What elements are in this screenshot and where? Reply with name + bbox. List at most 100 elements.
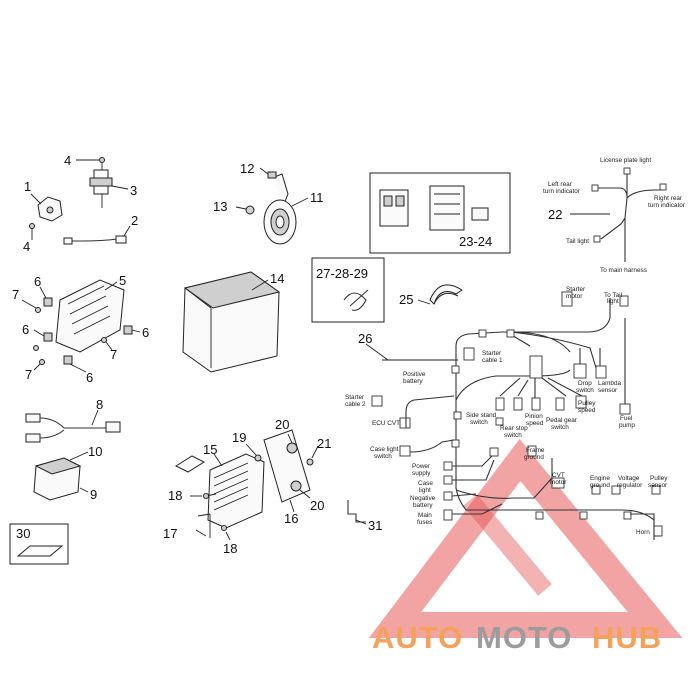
callout-6c: 6 [142,325,149,340]
label-starter-cable-2b: cable 2 [345,401,366,408]
label-pedal-gear-switch-1: Pedal gear [546,417,578,424]
watermark-auto: AUTO [372,620,463,655]
label-engine-ground-1: Engine [590,475,610,482]
callout-15: 15 [203,442,217,457]
label-starter-motor-1: Starter [566,286,586,293]
label-main-fuses-2: fuses [417,519,432,526]
label-pinion-speed-2: speed [526,420,544,427]
callout-17: 17 [163,526,177,541]
callout-31: 31 [368,518,382,533]
label-left-rear-turn-2: turn indicator [543,188,581,195]
label-frame-ground-1: Frame [526,447,545,454]
callout-27-28-29: 27-28-29 [316,266,368,281]
part-group-horn: 12 11 13 [213,161,324,245]
callout-6b: 6 [22,322,29,337]
part-group-30: 30 [9,523,69,565]
label-lambda-sensor-2: sensor [598,387,618,394]
label-case-light-1: Case [418,480,433,487]
label-to-tail-light-2: light [607,298,619,305]
part-group-battery: 14 [182,271,284,373]
callout-18b: 18 [223,541,237,556]
label-pulley-speed-2: speed [578,407,596,414]
label-tail-light: Tail light [566,238,589,245]
watermark-text: AUTO MOTO HUB [372,620,662,655]
callout-10: 10 [88,444,102,459]
label-voltage-regulator-1: Voltage [618,475,640,482]
label-positive-battery-2: battery [403,378,423,385]
part-group-27-29: 27-28-29 [311,257,385,323]
label-right-rear-turn-1: Right rear [654,195,683,202]
label-frame-ground-2: ground [524,454,544,461]
part-group-23-24: 23-24 [369,172,511,254]
callout-22: 22 [548,207,562,222]
callout-13: 13 [213,199,227,214]
label-engine-ground-2: ground [590,482,610,489]
callout-8: 8 [96,397,103,412]
label-case-light-2: light [419,487,431,494]
label-starter-motor-2: motor [566,293,583,300]
label-to-main-harness: To main harness [600,267,647,274]
part-2-cable [70,238,119,242]
part-group-25: 25 [399,284,463,307]
label-fuel-pump-2: pump [619,422,635,429]
callout-6d: 6 [86,370,93,385]
part-15-regulator [207,453,265,529]
part-group-22: License plate light Left rear turn indic… [543,157,686,274]
callout-16: 16 [284,511,298,526]
label-pinion-speed-1: Pinion [525,413,543,420]
callout-19: 19 [232,430,246,445]
callout-14: 14 [270,271,284,286]
label-starter-cable-2a: Starter [345,394,365,401]
label-rear-stop-switch-2: switch [504,432,522,439]
label-main-fuses-1: Main [418,512,432,519]
part-group-regulator: 15 16 19 20 20 21 18 17 18 [163,417,331,556]
label-side-stand-switch-2: switch [470,419,488,426]
label-fuel-pump-1: Fuel [620,415,632,422]
part-30-pad [16,545,64,557]
label-drop-switch-1: Drop [578,380,592,387]
part-16-bracket [263,429,311,503]
label-voltage-regulator-2: regulator [617,482,643,489]
callout-21: 21 [317,436,331,451]
label-cvt-motor-1: CVT [552,472,565,479]
callout-2: 2 [131,213,138,228]
part-group-lead: 8 [25,397,121,443]
part-group-26-harness: 26 [345,286,668,540]
label-ecu-cvt: ECU CVT [372,420,400,427]
part-group-relay: 10 9 [33,444,102,502]
callout-25: 25 [399,292,413,307]
callout-9: 9 [90,487,97,502]
label-negative-battery-2: battery [413,502,433,509]
label-cvt-motor-2: motor [550,479,567,486]
label-starter-cable-1a: Starter [482,350,502,357]
part-24-fuse [471,207,489,221]
label-left-rear-turn-1: Left rear [548,181,573,188]
part-group-ecu: 5 6 7 6 6 7 6 7 [12,273,149,385]
label-case-light-switch-1: Case light [370,446,399,453]
label-rear-stop-switch-1: Rear stop [500,425,528,432]
label-horn: Horn [636,529,650,536]
watermark-moto: MOTO [476,620,572,655]
label-pulley-speed-1: Pulley [578,400,596,407]
callout-6a: 6 [34,274,41,289]
label-pulley-sensor-1: Pulley [650,475,668,482]
label-license-plate-light: License plate light [600,157,651,164]
callout-18a: 18 [168,488,182,503]
label-lambda-sensor-1: Lambda [598,380,622,387]
label-power-supply-2: supply [412,470,431,477]
label-to-tail-light-1: To Tail [604,292,622,299]
callout-30: 30 [16,526,30,541]
watermark-logo [368,438,683,638]
callout-7c: 7 [110,347,117,362]
callout-5: 5 [119,273,126,288]
callout-7a: 7 [12,287,19,302]
callout-23-24: 23-24 [459,234,492,249]
callout-20a: 20 [275,417,289,432]
callout-26: 26 [358,331,372,346]
callout-4a: 4 [64,153,71,168]
label-pulley-sensor-2: sensor [648,482,668,489]
label-right-rear-turn-2: turn indicator [648,202,686,209]
label-starter-cable-1b: cable 1 [482,357,503,364]
watermark-hub: HUB [592,620,662,655]
